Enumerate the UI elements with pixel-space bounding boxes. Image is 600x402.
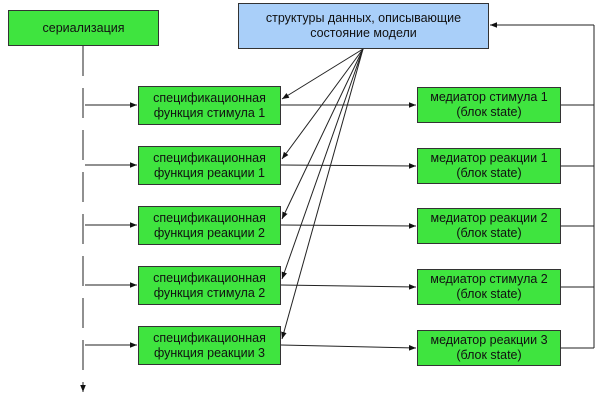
state-to-spec-arrow bbox=[281, 48, 364, 100]
mediator-box: медиатор реакции 1 (блок state) bbox=[417, 148, 561, 184]
state-to-spec-arrow bbox=[281, 48, 364, 280]
mediator-box: медиатор реакции 3 (блок state) bbox=[417, 330, 561, 366]
state-to-spec-arrow bbox=[281, 48, 364, 340]
spec-function-box: спецификационная функция реакции 3 bbox=[138, 326, 281, 365]
mediator-line1: медиатор реакции 2 bbox=[430, 211, 548, 225]
serialization-label: сериализация bbox=[42, 20, 125, 35]
spec-function-line2: функция стимула 2 bbox=[153, 285, 266, 300]
spec-function-line1: спецификационная bbox=[153, 90, 266, 105]
mediator-line2: (блок state) bbox=[456, 226, 522, 240]
spec-function-box: спецификационная функция реакции 2 bbox=[138, 206, 281, 245]
mediator-line2: (блок state) bbox=[456, 166, 522, 180]
state-to-spec-arrow bbox=[281, 48, 364, 160]
state-structures-box: структуры данных, описывающие состояние … bbox=[238, 3, 489, 49]
spec-function-line1: спецификационная bbox=[153, 330, 266, 345]
spec-function-line2: функция стимула 1 bbox=[153, 105, 266, 120]
spec-function-box: спецификационная функция реакции 1 bbox=[138, 146, 281, 185]
spec-function-line2: функция реакции 3 bbox=[153, 345, 265, 360]
mediator-line1: медиатор стимула 1 bbox=[430, 90, 548, 104]
spec-to-mediator-arrow bbox=[280, 223, 417, 229]
state-structures-line1: структуры данных, описывающие bbox=[265, 11, 462, 25]
spec-function-box: спецификационная функция стимула 2 bbox=[138, 266, 281, 305]
spec-function-line2: функция реакции 2 bbox=[153, 225, 265, 240]
serialization-box: сериализация bbox=[8, 10, 159, 46]
spec-function-box: спецификационная функция стимула 1 bbox=[138, 86, 281, 125]
spec-function-line1: спецификационная bbox=[153, 270, 266, 285]
spec-to-mediator-arrow bbox=[280, 344, 417, 351]
mediator-line1: медиатор реакции 3 bbox=[430, 333, 548, 347]
mediator-line2: (блок state) bbox=[456, 287, 522, 301]
state-to-spec-arrow bbox=[281, 48, 364, 220]
spec-function-line1: спецификационная bbox=[153, 150, 266, 165]
mediator-box: медиатор реакции 2 (блок state) bbox=[417, 208, 561, 244]
mediator-line1: медиатор реакции 1 bbox=[430, 151, 548, 165]
state-structures-line2: состояние модели bbox=[310, 26, 417, 40]
spec-function-line1: спецификационная bbox=[153, 210, 266, 225]
spec-to-mediator-arrow bbox=[280, 163, 417, 169]
mediator-line2: (блок state) bbox=[456, 105, 522, 119]
mediator-line1: медиатор стимула 2 bbox=[430, 272, 548, 286]
mediator-line2: (блок state) bbox=[456, 348, 522, 362]
mediator-box: медиатор стимула 1 (блок state) bbox=[417, 87, 561, 123]
spec-function-line2: функция реакции 1 bbox=[153, 165, 265, 180]
spec-to-mediator-arrow bbox=[280, 284, 417, 290]
mediator-box: медиатор стимула 2 (блок state) bbox=[417, 269, 561, 305]
